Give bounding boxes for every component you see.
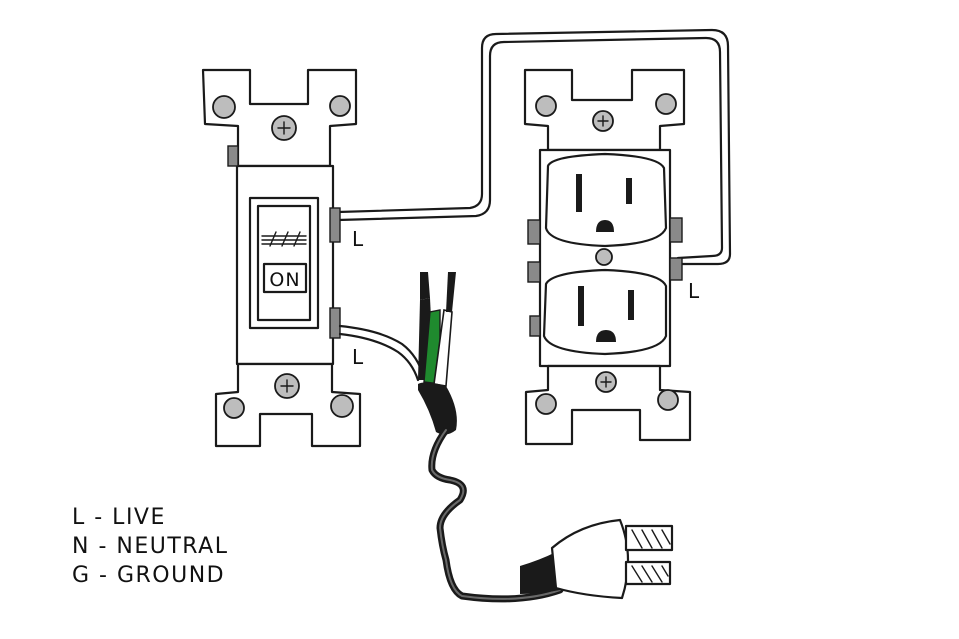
switch-terminal-bottom bbox=[329, 307, 341, 339]
duplex-outlet bbox=[523, 68, 692, 446]
switch-on-label: ON bbox=[269, 269, 300, 291]
outlet-center-screw bbox=[595, 248, 613, 266]
outlet-ear-hole-bl bbox=[535, 393, 557, 415]
switch-ear-hole-tl bbox=[212, 95, 236, 119]
plug-prong-top bbox=[624, 524, 674, 552]
outlet-upper-ground-hole bbox=[596, 220, 614, 232]
outlet-bottom-ear bbox=[524, 364, 692, 446]
outlet-terminal-label: L bbox=[688, 279, 700, 303]
switch-ear-hole-bl bbox=[223, 397, 245, 419]
outlet-upper-slot-left bbox=[576, 174, 582, 212]
outlet-top-ear bbox=[523, 68, 686, 152]
outlet-terminal-right-mid bbox=[669, 257, 683, 281]
outlet-receptacle-upper bbox=[544, 152, 668, 248]
outlet-ear-hole-tl bbox=[535, 95, 557, 117]
switch-terminal-bottom-label: L bbox=[352, 345, 364, 369]
power-cord bbox=[338, 272, 674, 603]
live-wire-switch-to-outlet bbox=[336, 28, 732, 266]
switch-terminal-top bbox=[329, 207, 341, 243]
switch-ear-hole-br bbox=[330, 394, 354, 418]
outlet-receptacle-lower bbox=[542, 268, 668, 356]
plug-body bbox=[550, 518, 630, 600]
legend-item-neutral: N - NEUTRAL bbox=[72, 534, 229, 559]
outlet-ear-hole-br bbox=[657, 389, 679, 411]
plug-strain-relief bbox=[520, 552, 560, 594]
cord-jacket bbox=[418, 382, 457, 435]
outlet-lower-slot-left bbox=[578, 286, 584, 326]
outlet-terminal-left-mid bbox=[527, 261, 541, 283]
switch-bottom-ear bbox=[214, 362, 362, 448]
switch-terminal-top-label: L bbox=[352, 227, 364, 251]
light-switch: ON bbox=[201, 68, 362, 448]
switch-on-window bbox=[262, 262, 308, 294]
switch-ear-hole-tr bbox=[329, 95, 351, 117]
outlet-upper-slot-right bbox=[626, 178, 632, 204]
outlet-lower-slot-right bbox=[628, 290, 634, 320]
legend-item-live: L - LIVE bbox=[72, 505, 166, 530]
outlet-lower-ground-hole bbox=[596, 330, 616, 342]
plug-prong-bottom bbox=[624, 560, 672, 586]
outlet-ear-hole-tr bbox=[655, 93, 677, 115]
outlet-terminal-left-bot bbox=[529, 315, 541, 337]
outlet-terminal-left-top bbox=[527, 219, 541, 245]
legend-item-ground: G - GROUND bbox=[72, 563, 226, 588]
switch-side-tab bbox=[227, 145, 239, 167]
outlet-terminal-right-top bbox=[669, 217, 683, 243]
